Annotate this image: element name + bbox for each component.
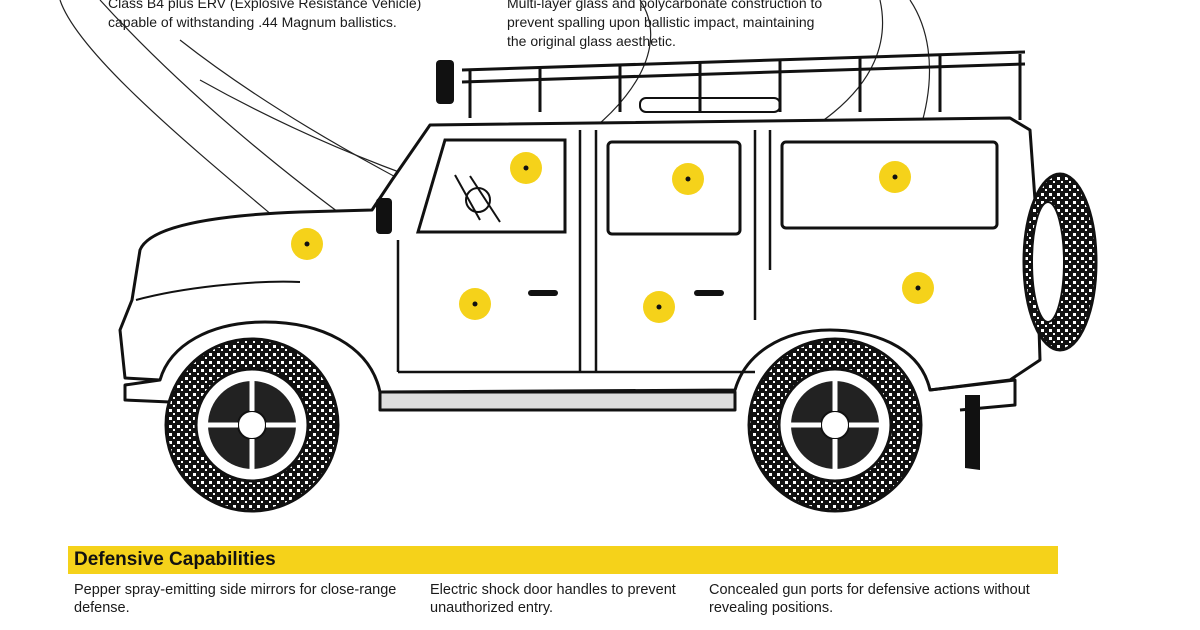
glass-caption-line: the original glass aesthetic.	[507, 33, 676, 49]
roof-rack	[461, 50, 1026, 120]
capability-gun-ports: Concealed gun ports for defensive action…	[709, 582, 1030, 616]
armor-caption: Class B4 plus ERV (Explosive Resistance …	[108, 0, 448, 32]
side-mirror	[376, 198, 392, 234]
capability-pepper-spray: Pepper spray-emitting side mirrors for c…	[74, 582, 397, 616]
glass-caption-line: prevent spalling upon ballistic impact, …	[507, 14, 815, 30]
glass-caption: Multi-layer glass and polycarbonate cons…	[507, 0, 867, 51]
door-handle	[528, 290, 558, 296]
front-door-window	[415, 138, 567, 234]
section-title: Defensive Capabilities	[74, 549, 276, 570]
leader-line	[59, 0, 307, 245]
door-panels	[396, 130, 772, 374]
rear-door-window	[606, 140, 742, 236]
glass-caption-line: Multi-layer glass and polycarbonate cons…	[507, 0, 823, 11]
front-wheel	[164, 337, 340, 513]
light-bar	[436, 60, 454, 104]
armor-caption-line: Class B4 plus ERV (Explosive Resistance …	[108, 0, 422, 11]
section-banner: Defensive Capabilities	[68, 546, 1058, 574]
capability-shock-handles: Electric shock door handles to prevent u…	[430, 582, 676, 616]
armor-caption-line: capable of withstanding .44 Magnum balli…	[108, 14, 397, 30]
windows	[415, 138, 999, 236]
rear-wheel	[747, 337, 923, 513]
door-handle	[694, 290, 724, 296]
spare-tire	[1022, 172, 1098, 352]
mud-flap	[965, 395, 980, 470]
